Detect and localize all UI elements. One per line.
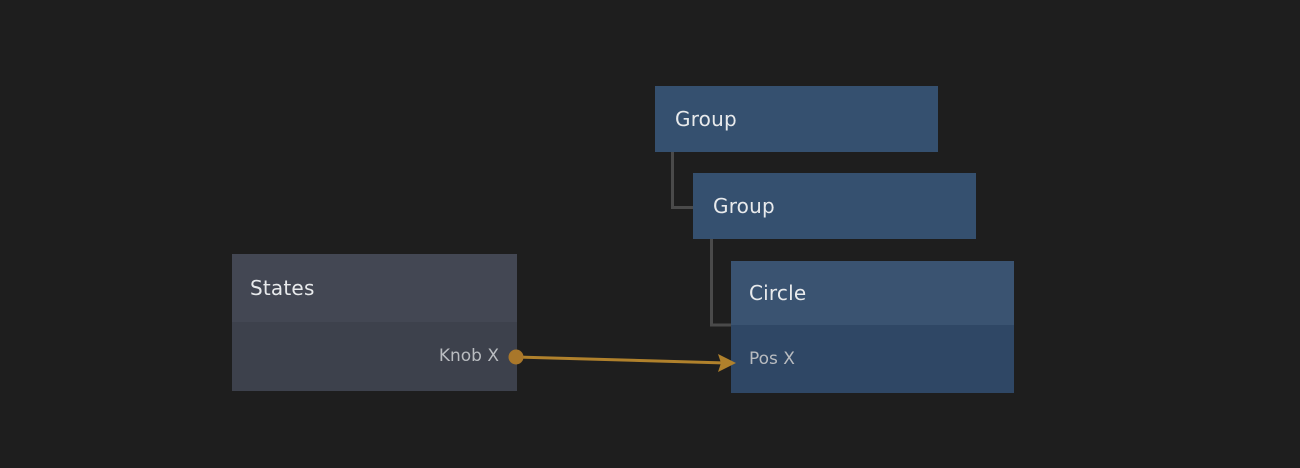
- node-header: States: [232, 254, 517, 322]
- node-title: Circle: [749, 281, 807, 305]
- port-knob-x: Knob X: [438, 346, 499, 366]
- node-title: States: [250, 276, 315, 300]
- tree-connector-root-to-child: [671, 152, 693, 209]
- node-header: Group: [655, 86, 938, 152]
- group-node-root[interactable]: Group: [655, 86, 938, 152]
- port-row-pos-x[interactable]: Pos X: [749, 348, 1014, 369]
- node-header: Group: [693, 173, 976, 239]
- node-body: Knob X: [232, 322, 517, 391]
- node-title: Group: [713, 194, 775, 218]
- node-title: Group: [675, 107, 737, 131]
- port-row-knob-x[interactable]: Knob X: [232, 348, 499, 365]
- node-header: Circle: [731, 261, 1014, 325]
- connection-knob-x-to-pos-x[interactable]: [515, 355, 727, 365]
- states-node[interactable]: States Knob X: [232, 254, 517, 391]
- port-pos-x: Pos X: [749, 348, 795, 369]
- circle-node[interactable]: Circle Pos X: [731, 261, 1014, 393]
- group-node-child[interactable]: Group: [693, 173, 976, 239]
- tree-connector-child-to-circle: [710, 239, 731, 327]
- node-body: Pos X: [731, 325, 1014, 393]
